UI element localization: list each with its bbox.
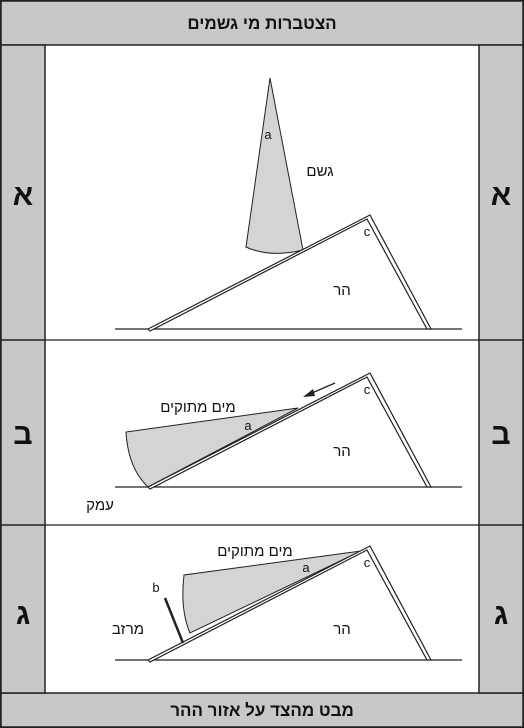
panel-a-mountain-label: הר <box>333 282 351 299</box>
right-column <box>478 44 524 694</box>
panel-a-left-label: א <box>13 179 33 212</box>
header-band <box>0 0 524 46</box>
panel-b-mountain-label: הר <box>333 443 351 460</box>
panel-c-pole-letter: b <box>152 580 159 595</box>
panel-b-valley-label: עמק <box>86 497 114 514</box>
panel-b-water-letter: a <box>244 418 252 433</box>
panel-b-water-label: מים מתוקים <box>160 399 235 416</box>
panel-b: מים מתוקים a c הר עמק <box>86 372 462 514</box>
panel-c-gutter-pole <box>163 597 185 644</box>
panel-a-rain-label: גשם <box>306 163 333 180</box>
panel-a-right-label: א <box>491 179 511 212</box>
panel-c-mountain <box>146 545 433 663</box>
panel-c-water-body <box>182 550 362 634</box>
footer-band <box>0 692 524 728</box>
left-column <box>0 44 46 694</box>
panel-c-corner-letter: c <box>364 555 371 570</box>
panel-a-corner-letter: c <box>364 224 371 239</box>
panel-c-water-label: מים מתוקים <box>217 543 292 560</box>
panel-c-right-label: ג <box>494 598 508 631</box>
header-title: הצטברות מי גשמים <box>187 14 336 33</box>
panel-b-flow-arrow-head <box>303 389 315 397</box>
panel-c-gutter-label: מרזב <box>112 621 144 638</box>
panel-c-water-letter: a <box>302 560 310 575</box>
panel-b-left-label: ב <box>13 418 32 451</box>
panel-b-corner-letter: c <box>364 382 371 397</box>
footer-caption: מבט מהצד על אזור ההר <box>170 701 354 720</box>
panel-c-left-label: ג <box>16 598 30 631</box>
panel-b-right-label: ב <box>491 418 510 451</box>
panel-c-mountain-label: הר <box>333 621 351 638</box>
panel-c: b מרזב מים מתוקים a c הר <box>112 543 462 663</box>
panel-b-mountain <box>146 372 433 490</box>
panel-a-cone-letter: a <box>264 127 272 142</box>
panel-a: a גשם c הר <box>115 77 462 332</box>
panel-a-mountain <box>146 214 433 332</box>
